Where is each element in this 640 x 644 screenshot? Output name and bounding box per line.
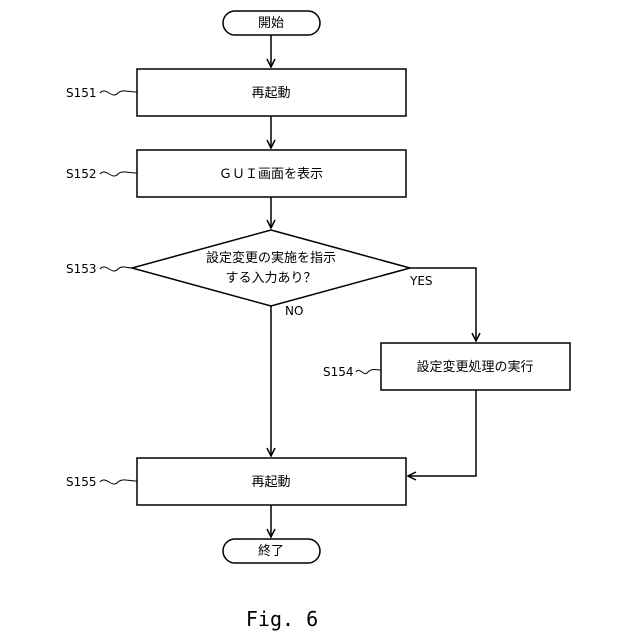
edge-label-yes: YES	[409, 274, 433, 288]
connector-s154-s155	[408, 390, 476, 476]
end-terminal: 終了	[223, 539, 320, 563]
step-label-s152-text: S152	[66, 167, 97, 181]
decision-s153-line2: する入力あり？	[225, 271, 316, 286]
step-label-s154-text: S154	[323, 365, 354, 379]
step-label-s155: S155	[66, 475, 137, 489]
end-label: 終了	[258, 543, 284, 559]
step-label-s155-text: S155	[66, 475, 97, 489]
decision-s153: 設定変更の実施を指示 する入力あり？	[132, 230, 410, 306]
process-s151-label: 再起動	[251, 86, 290, 101]
process-s152: ＧＵＩ画面を表示	[137, 150, 406, 197]
step-label-s152: S152	[66, 167, 137, 181]
process-s152-label: ＧＵＩ画面を表示	[219, 167, 323, 182]
step-label-s151: S151	[66, 86, 137, 100]
process-s155-label: 再起動	[251, 475, 290, 490]
step-label-s154: S154	[323, 365, 381, 379]
decision-s153-line1: 設定変更の実施を指示	[206, 250, 336, 266]
step-label-s153-text: S153	[66, 262, 97, 276]
process-s154: 設定変更処理の実行	[381, 343, 570, 390]
process-s155: 再起動	[137, 458, 406, 505]
start-terminal: 開始	[223, 11, 320, 35]
start-label: 開始	[258, 16, 284, 31]
figure-caption: Fig. 6	[246, 607, 318, 631]
process-s151: 再起動	[137, 69, 406, 116]
step-label-s153: S153	[66, 262, 132, 276]
step-label-s151-text: S151	[66, 86, 97, 100]
process-s154-label: 設定変更処理の実行	[416, 359, 533, 375]
edge-label-no: NO	[285, 304, 303, 318]
